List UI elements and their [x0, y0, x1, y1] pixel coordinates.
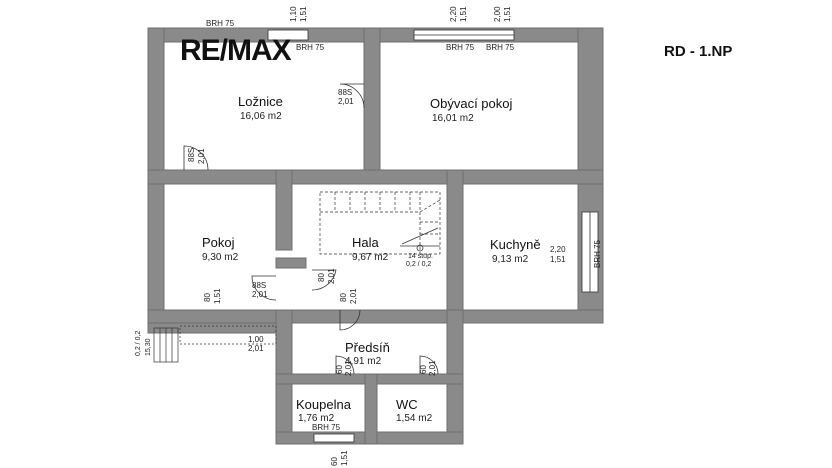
room-area-predsin: 4,91 m2	[345, 356, 382, 367]
room-name-loznice: Ložnice	[238, 94, 283, 109]
wall-hl-ku	[446, 169, 464, 324]
dimension-labels: BRH 75 BRH 75 1,10 1,51 2,20 1,51 2,00 1…	[135, 6, 602, 466]
dim-151-top: 1,51	[299, 6, 308, 22]
room-name-pokoj: Pokoj	[202, 235, 235, 250]
room-name-obyvaci: Obývací pokoj	[430, 96, 512, 111]
door-pokoj-top	[183, 145, 209, 171]
dim-110: 1,10	[289, 6, 298, 22]
dim-brh-loznice-2: BRH 75	[296, 43, 325, 52]
windows	[267, 29, 599, 443]
dim-201-pokoj-2: 2,01	[252, 290, 268, 299]
window-koupelna	[313, 433, 355, 443]
stairs-label-2: 0,2 / 0,2	[406, 261, 431, 268]
door-koupelna	[335, 355, 355, 375]
room-area-koupelna: 1,76 m2	[298, 413, 335, 424]
dim-220-top: 2,20	[449, 6, 458, 22]
dim-02-02: 0,2 / 0,2	[135, 331, 142, 356]
dim-80-hala: 80	[317, 273, 326, 282]
door-predsin	[339, 309, 361, 331]
dim-151-top-2: 1,51	[459, 6, 468, 22]
dim-60-wc: 60	[419, 365, 428, 374]
dim-151-top-3: 1,51	[503, 6, 512, 22]
dim-brh-kuchyne: BRH 75	[593, 239, 602, 268]
staircase	[319, 191, 441, 255]
dim-201-pokoj: 2,01	[197, 148, 206, 164]
dim-201-koupelna: 2,01	[344, 360, 353, 376]
dim-201-loznice: 2,01	[338, 97, 354, 106]
window-loznice	[267, 29, 309, 41]
room-name-kuchyne: Kuchyně	[490, 237, 541, 252]
room-name-predsin: Předsíň	[345, 340, 390, 355]
wall-mid-horizontal	[147, 169, 604, 185]
room-area-hala: 9,67 m2	[352, 252, 389, 263]
dim-220-kuchyne: 2,20	[550, 245, 566, 254]
room-area-pokoj: 9,30 m2	[202, 252, 239, 263]
door-hala	[311, 269, 337, 291]
dim-60-bottom: 60	[330, 457, 339, 466]
dim-60-koupelna: 60	[335, 365, 344, 374]
remax-logo: RE/MAX	[180, 34, 292, 67]
stairs-label: 14 stup.	[408, 253, 433, 260]
walls	[147, 27, 604, 445]
door-wc	[419, 355, 439, 375]
dim-201-entrance: 2,01	[248, 344, 264, 353]
room-area-wc: 1,54 m2	[396, 413, 433, 424]
dim-201-wc: 2,01	[428, 360, 437, 376]
dim-88s-pokoj: 88S	[187, 148, 196, 162]
room-name-wc: WC	[396, 397, 418, 412]
dim-201-hala: 2,01	[327, 268, 336, 284]
dim-1530: 15,30	[145, 338, 152, 356]
dim-100: 1,00	[248, 335, 264, 344]
door-loznice	[339, 83, 365, 109]
room-area-kuchyne: 9,13 m2	[492, 254, 529, 265]
wall-pk-hl-a	[275, 169, 293, 251]
dim-brh-loznice: BRH 75	[206, 19, 235, 28]
room-area-loznice: 16,06 m2	[240, 111, 282, 122]
wall-koupelna-wc	[364, 373, 378, 445]
room-area-obyvaci: 16,01 m2	[432, 113, 474, 124]
plan-title: RD - 1.NP	[664, 43, 732, 60]
wall-pk-hl-b	[275, 257, 307, 269]
dim-brh-obyvaci-1: BRH 75	[446, 43, 475, 52]
dim-151-kuchyne: 1,51	[550, 255, 566, 264]
doors	[183, 83, 439, 375]
entrance-steps	[153, 325, 277, 363]
wall-lz-ob	[363, 27, 381, 185]
dim-80-predsin: 80	[339, 293, 348, 302]
wall-south	[147, 309, 604, 324]
door-pokoj	[251, 275, 277, 301]
dim-brh-obyvaci-2: BRH 75	[486, 43, 515, 52]
dim-151-bottom: 1,51	[340, 450, 349, 466]
dim-151-entrance: 1,51	[213, 288, 222, 304]
dim-88s-loznice: 88S	[338, 88, 352, 97]
dim-80-entrance: 80	[203, 293, 212, 302]
dim-brh-koupelna: BRH 75	[312, 423, 341, 432]
dim-201-predsin: 2,01	[349, 288, 358, 304]
dim-88s-pokoj-2: 88S	[252, 281, 266, 290]
room-name-koupelna: Koupelna	[296, 397, 352, 412]
room-name-hala: Hala	[352, 235, 380, 250]
dim-200-top: 2,00	[493, 6, 502, 22]
